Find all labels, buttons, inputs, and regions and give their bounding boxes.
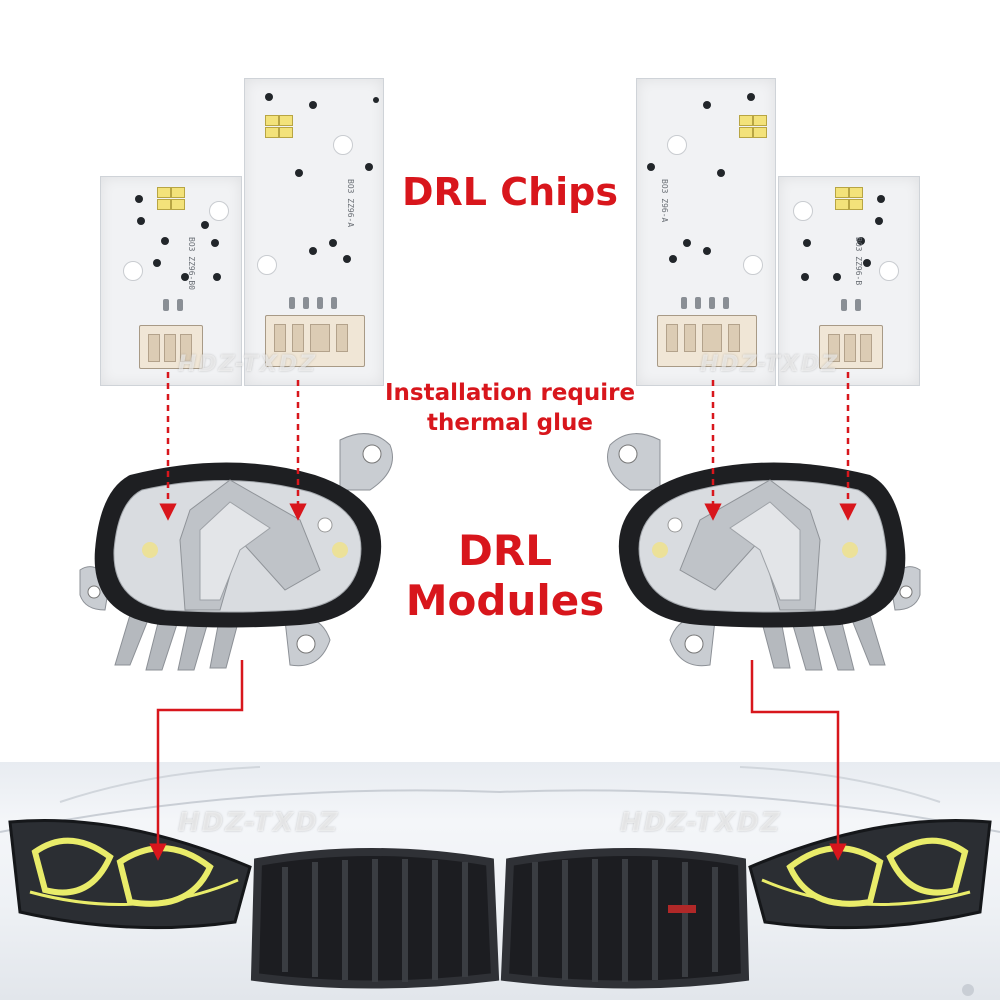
mount-hole-icon [879, 261, 899, 281]
pin-icon [709, 297, 715, 309]
watermark: HDZ-TXDZ [178, 808, 340, 838]
hole-icon [365, 163, 373, 171]
mount-hole-icon [123, 261, 143, 281]
mount-hole-icon [743, 255, 763, 275]
modules-line-1: DRL [458, 526, 552, 575]
led-icon [157, 199, 171, 210]
right-module [607, 433, 921, 671]
watermark: HDZ-TXDZ [700, 352, 840, 377]
install-line-1: Installation require [384, 380, 636, 406]
hole-icon [703, 247, 711, 255]
mount-hole-icon [209, 201, 229, 221]
led-icon [739, 115, 753, 126]
pin-icon [289, 297, 295, 309]
led-icon [279, 127, 293, 138]
led-icon [171, 199, 185, 210]
arrow-right-module-to-headlight [750, 660, 847, 861]
pin-icon [331, 297, 337, 309]
hole-icon [309, 247, 317, 255]
led-icon [265, 115, 279, 126]
hole-icon [857, 237, 865, 245]
hole-icon [669, 255, 677, 263]
led-icon [157, 187, 171, 198]
hole-icon [801, 273, 809, 281]
pin-icon [695, 297, 701, 309]
led-icon [753, 115, 767, 126]
car-front-headlights-icon [0, 766, 1000, 996]
connector-icon [265, 315, 365, 367]
thermal-glue-note: Installation require thermal glue [380, 378, 640, 438]
pin-icon [855, 299, 861, 311]
pin-icon [317, 297, 323, 309]
mount-hole-icon [667, 135, 687, 155]
right-big-chip: BO3 Z96-A [636, 78, 776, 386]
hole-icon [309, 101, 317, 109]
led-icon [171, 187, 185, 198]
hole-icon [201, 221, 209, 229]
connector-icon [819, 325, 883, 369]
led-icon [265, 127, 279, 138]
hole-icon [717, 169, 725, 177]
connector-icon [657, 315, 757, 367]
hole-icon [343, 255, 351, 263]
led-icon [849, 199, 863, 210]
pin-icon [841, 299, 847, 311]
mount-hole-icon [793, 201, 813, 221]
hole-icon [329, 239, 337, 247]
led-icon [279, 115, 293, 126]
left-small-chip: BO3 ZZ96-B0 [100, 176, 242, 386]
arrow-left-module-to-headlight [149, 660, 244, 861]
hole-icon [137, 217, 145, 225]
hole-icon [161, 237, 169, 245]
hole-icon [647, 163, 655, 171]
mount-tab-icon [79, 433, 393, 667]
hole-icon [747, 93, 755, 101]
pin-icon [303, 297, 309, 309]
drl-chips-label: DRL Chips [401, 170, 619, 214]
mount-hole-icon [333, 135, 353, 155]
hole-icon [153, 259, 161, 267]
watermark: HDZ-TXDZ [620, 808, 782, 838]
hole-icon [863, 259, 871, 267]
pin-icon [163, 299, 169, 311]
hole-icon [211, 239, 219, 247]
pin-icon [681, 297, 687, 309]
badge-icon [668, 905, 696, 913]
hole-icon [877, 195, 885, 203]
hole-icon [875, 217, 883, 225]
led-icon [739, 127, 753, 138]
hole-icon [683, 239, 691, 247]
pin-icon [723, 297, 729, 309]
hole-icon [213, 273, 221, 281]
hole-icon [265, 93, 273, 101]
hole-icon [833, 273, 841, 281]
led-icon [835, 187, 849, 198]
pin-icon [177, 299, 183, 311]
hole-icon [181, 273, 189, 281]
hole-icon [373, 97, 379, 103]
modules-line-2: Modules [405, 576, 605, 625]
hole-icon [703, 101, 711, 109]
hole-icon [803, 239, 811, 247]
hole-icon [135, 195, 143, 203]
hole-icon [295, 169, 303, 177]
drl-modules-label: DRL Modules [400, 526, 610, 626]
led-icon [753, 127, 767, 138]
right-small-chip: BO3 ZZ96-B [778, 176, 920, 386]
led-icon [835, 199, 849, 210]
car-front [0, 762, 1000, 1000]
left-big-chip: BO3 ZZ96-A [244, 78, 384, 386]
mount-hole-icon [257, 255, 277, 275]
led-icon [849, 187, 863, 198]
install-line-2: thermal glue [426, 410, 593, 436]
connector-icon [139, 325, 203, 369]
watermark: HDZ-TXDZ [178, 352, 318, 377]
